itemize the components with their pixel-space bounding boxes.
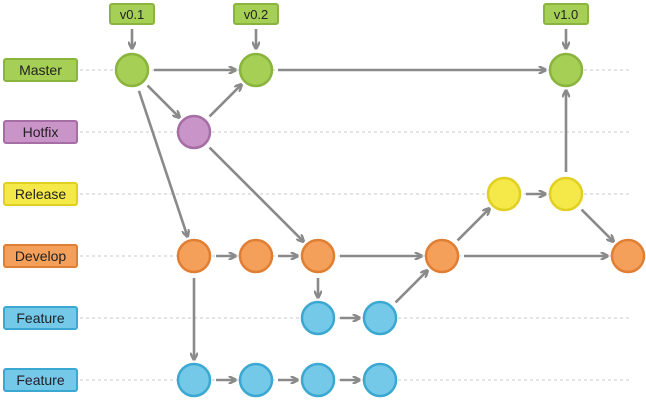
edge-d4-r1: [456, 209, 490, 242]
commit-r1: [486, 176, 522, 212]
tag-box: [233, 3, 279, 25]
edge-m1-h1: [146, 84, 180, 118]
branch-label-feature2: Feature: [3, 368, 78, 392]
commit-m1: [114, 52, 150, 88]
branch-label-master: Master: [3, 58, 78, 82]
branch-label-develop: Develop: [3, 244, 78, 268]
commit-g3: [300, 362, 336, 398]
edge-f2-d4: [394, 271, 428, 304]
edge-m1-d1: [137, 90, 187, 236]
commit-d1: [176, 238, 212, 274]
tag-v1-0: v1.0: [543, 3, 589, 48]
branch-label-text: Feature: [16, 310, 64, 326]
commit-d4: [424, 238, 460, 274]
tag-label: v0.1: [120, 7, 145, 22]
commit-g4: [362, 362, 398, 398]
edge-h1-d3: [208, 146, 304, 242]
branch-label-text: Release: [15, 186, 67, 202]
commit-m3: [548, 52, 584, 88]
branch-label-text: Feature: [16, 372, 64, 388]
version-tags: v0.1 v0.2 v1.0: [109, 3, 589, 48]
branch-label-feature1: Feature: [3, 306, 78, 330]
commit-m2: [238, 52, 274, 88]
branch-label-box: [3, 120, 78, 144]
branch-lanes: [80, 69, 630, 381]
branch-label-text: Master: [19, 62, 62, 78]
branch-label-text: Hotfix: [23, 124, 59, 140]
branch-label-text: Develop: [15, 248, 67, 264]
commit-g1: [176, 362, 212, 398]
branch-label-release: Release: [3, 182, 78, 206]
commit-d3: [300, 238, 336, 274]
tag-label: v0.2: [244, 7, 269, 22]
edge-r2-d5: [580, 208, 614, 242]
commit-g2: [238, 362, 274, 398]
branch-label-hotfix: Hotfix: [3, 120, 78, 144]
branch-label-box: [3, 306, 78, 330]
tag-label: v1.0: [554, 7, 579, 22]
commit-f2: [362, 300, 398, 336]
tag-v0-2: v0.2: [233, 3, 279, 48]
branch-label-box: [3, 368, 78, 392]
commit-d2: [238, 238, 274, 274]
tag-v0-1: v0.1: [109, 3, 155, 48]
branch-label-box: [3, 182, 78, 206]
tag-box: [543, 3, 589, 25]
tag-box: [109, 3, 155, 25]
commit-edges: [137, 70, 614, 380]
commit-r2: [548, 176, 584, 212]
commit-f1: [300, 300, 336, 336]
commit-h1: [176, 114, 212, 150]
edge-h1-m2: [208, 85, 242, 118]
branch-label-box: [3, 244, 78, 268]
commit-nodes: [114, 52, 646, 398]
branch-label-box: [3, 58, 78, 82]
commit-d5: [610, 238, 646, 274]
